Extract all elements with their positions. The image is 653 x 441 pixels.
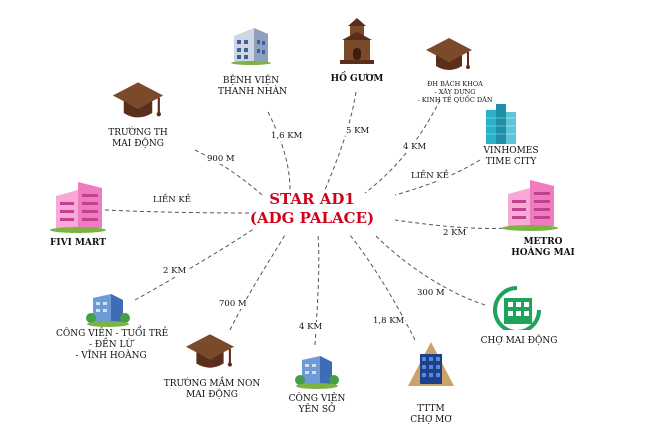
label-mam-non: TRƯỜNG MẦM NON MAI ĐỘNG bbox=[162, 379, 262, 401]
graduation-cap-icon bbox=[426, 38, 472, 70]
label-tttm: TTTM CHỢ MƠ bbox=[400, 404, 462, 426]
label-metro-line2: HOÀNG MAI bbox=[511, 248, 575, 258]
distance-fivi: LIỀN KỀ bbox=[152, 195, 192, 205]
label-tuoi-tre-line3: - VĨNH HOÀNG bbox=[75, 351, 147, 361]
towers-icon bbox=[486, 104, 516, 144]
distance-truong-th: 900 M bbox=[206, 154, 236, 164]
pink-building-icon bbox=[502, 180, 558, 231]
label-cho-mai-dong: CHỢ MAI ĐỘNG bbox=[478, 336, 560, 347]
mall-icon bbox=[408, 342, 454, 386]
line-vinhomes bbox=[394, 159, 481, 196]
label-bach-khoa-line3: - KINH TẾ QUỐC DÂN bbox=[417, 96, 493, 104]
project-title-line1: STAR AD1 bbox=[269, 190, 355, 208]
label-mam-non-line1: TRƯỜNG MẦM NON bbox=[163, 379, 261, 389]
label-tuoi-tre-line1: CÔNG VIÊN - TUỔI TRẺ bbox=[56, 329, 169, 339]
line-yen-so bbox=[314, 234, 320, 346]
label-yen-so: CÔNG VIÊN YÊN SỞ bbox=[284, 394, 350, 416]
line-truong-th bbox=[194, 149, 263, 196]
distance-tttm: 1,8 KM bbox=[372, 316, 406, 326]
building-icon bbox=[231, 28, 271, 65]
label-benh-vien-line1: BỆNH VIỆN bbox=[222, 76, 280, 86]
distance-metro: 2 KM bbox=[442, 228, 468, 238]
park-building-icon bbox=[295, 356, 339, 389]
label-bach-khoa-line2: - XÂY DỰNG bbox=[434, 88, 476, 96]
graduation-cap-icon bbox=[185, 334, 235, 368]
label-yen-so-line2: YÊN SỞ bbox=[298, 405, 336, 415]
label-benh-vien: BỆNH VIỆN THANH NHÀN bbox=[218, 76, 288, 98]
label-vinhomes-line1: VINHOMES bbox=[483, 146, 539, 156]
distance-yen-so: 4 KM bbox=[298, 322, 324, 332]
label-ho-guom: HỒ GƯƠM bbox=[326, 74, 388, 85]
market-icon bbox=[493, 286, 541, 330]
park-building-icon bbox=[86, 294, 130, 327]
label-vinhomes: VINHOMES TIME CITY bbox=[476, 146, 546, 168]
label-fivi: FIVI MART bbox=[40, 238, 116, 249]
label-yen-so-line1: CÔNG VIÊN bbox=[288, 394, 346, 404]
pagoda-icon bbox=[340, 18, 374, 64]
distance-mam-non: 700 M bbox=[218, 299, 248, 309]
label-ho-guom-line1: HỒ GƯƠM bbox=[330, 74, 384, 84]
label-mam-non-line2: MAI ĐỘNG bbox=[186, 390, 238, 400]
label-metro-line1: METRO bbox=[523, 237, 563, 247]
label-metro: METRO HOÀNG MAI bbox=[510, 237, 576, 259]
distance-cho-mai-dong: 300 M bbox=[416, 288, 446, 298]
label-benh-vien-line2: THANH NHÀN bbox=[218, 87, 288, 97]
label-truong-th-line2: MAI ĐỘNG bbox=[112, 139, 164, 149]
project-title: STAR AD1 (ADG PALACE) bbox=[232, 190, 392, 228]
pink-building-icon bbox=[50, 182, 106, 233]
label-tuoi-tre-line2: - ĐỀN LỪ bbox=[88, 340, 134, 350]
label-truong-th-line1: TRƯỜNG TH bbox=[108, 128, 168, 138]
line-tuoi-tre bbox=[134, 227, 256, 301]
label-bach-khoa-line1: ĐH BÁCH KHOA bbox=[427, 80, 483, 88]
line-cho-mai-dong bbox=[374, 234, 486, 306]
label-tttm-line1: TTTM bbox=[417, 404, 445, 414]
line-metro bbox=[394, 219, 511, 229]
line-fivi bbox=[104, 209, 251, 214]
line-mam-non bbox=[229, 234, 286, 331]
label-bach-khoa: ĐH BÁCH KHOA - XÂY DỰNG - KINH TẾ QUỐC D… bbox=[410, 80, 500, 104]
distance-bach-khoa: 4 KM bbox=[402, 142, 428, 152]
label-tuoi-tre: CÔNG VIÊN - TUỔI TRẺ - ĐỀN LỪ - VĨNH HOÀ… bbox=[56, 329, 169, 362]
label-vinhomes-line2: TIME CITY bbox=[485, 157, 537, 167]
distance-ho-guom: 5 KM bbox=[345, 126, 371, 136]
distance-tuoi-tre: 2 KM bbox=[162, 266, 188, 276]
line-ho-guom bbox=[324, 91, 357, 191]
label-truong-th: TRƯỜNG TH MAI ĐỘNG bbox=[96, 128, 180, 150]
label-tttm-line2: CHỢ MƠ bbox=[410, 415, 452, 425]
line-tttm bbox=[349, 234, 416, 341]
distance-vinhomes: LIỀN KỀ bbox=[410, 171, 450, 181]
distance-benh-vien: 1,6 KM bbox=[270, 131, 304, 141]
line-benh-vien bbox=[267, 111, 291, 191]
label-fivi-line1: FIVI MART bbox=[50, 238, 106, 248]
graduation-cap-icon bbox=[112, 82, 164, 118]
label-cho-mai-dong-line1: CHỢ MAI ĐỘNG bbox=[480, 336, 558, 346]
line-bach-khoa bbox=[364, 99, 441, 194]
project-title-line2: (ADG PALACE) bbox=[249, 209, 375, 227]
